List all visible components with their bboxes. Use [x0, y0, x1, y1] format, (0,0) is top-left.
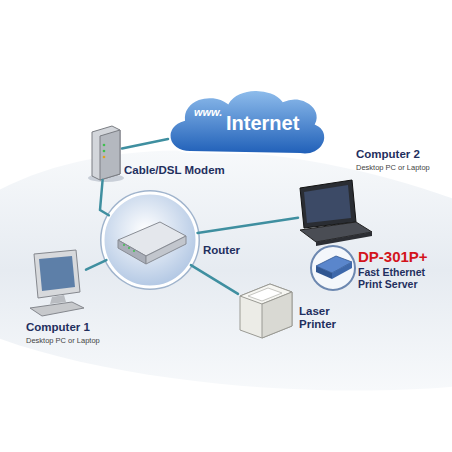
desktop-computer-icon [30, 250, 84, 316]
device-label: Router [203, 244, 240, 256]
device-label: Computer 2 [356, 148, 420, 160]
network-cable [122, 139, 168, 149]
modem-icon [88, 126, 124, 182]
internet-cloud [170, 90, 326, 154]
background-swoosh [0, 150, 452, 390]
print-server-node: DP-301P+Fast Ethernet Print Server [311, 246, 355, 290]
laptop-icon [300, 180, 372, 246]
network-cable [198, 218, 299, 233]
internet-cloud: www. Internet [168, 90, 324, 156]
laser-printer-icon [240, 284, 292, 338]
device-sublabel: Desktop PC or Laptop [356, 163, 430, 172]
device-sublabel: Desktop PC or Laptop [26, 336, 100, 345]
network-cable [86, 260, 106, 270]
cloud-label: Internet [226, 112, 299, 135]
desktop-node: Computer 1Desktop PC or Laptop [28, 248, 86, 318]
laptop-node: Computer 2Desktop PC or Laptop [298, 178, 374, 246]
network-cable [100, 180, 109, 215]
modem-node: Cable/DSL Modem [88, 124, 122, 180]
product-name: DP-301P+ [358, 248, 428, 265]
device-label: Cable/DSL Modem [124, 164, 225, 176]
network-cable [191, 265, 238, 294]
printer-node: Laser Printer [238, 282, 294, 340]
device-label: Laser Printer [299, 305, 351, 331]
router-magnifier [100, 190, 200, 290]
router-node: Router [102, 192, 198, 288]
device-label: Computer 1 [26, 321, 90, 333]
cloud-prefix: www. [194, 106, 222, 118]
print-server-inset [311, 246, 355, 290]
product-description: Fast Ethernet Print Server [358, 267, 442, 290]
